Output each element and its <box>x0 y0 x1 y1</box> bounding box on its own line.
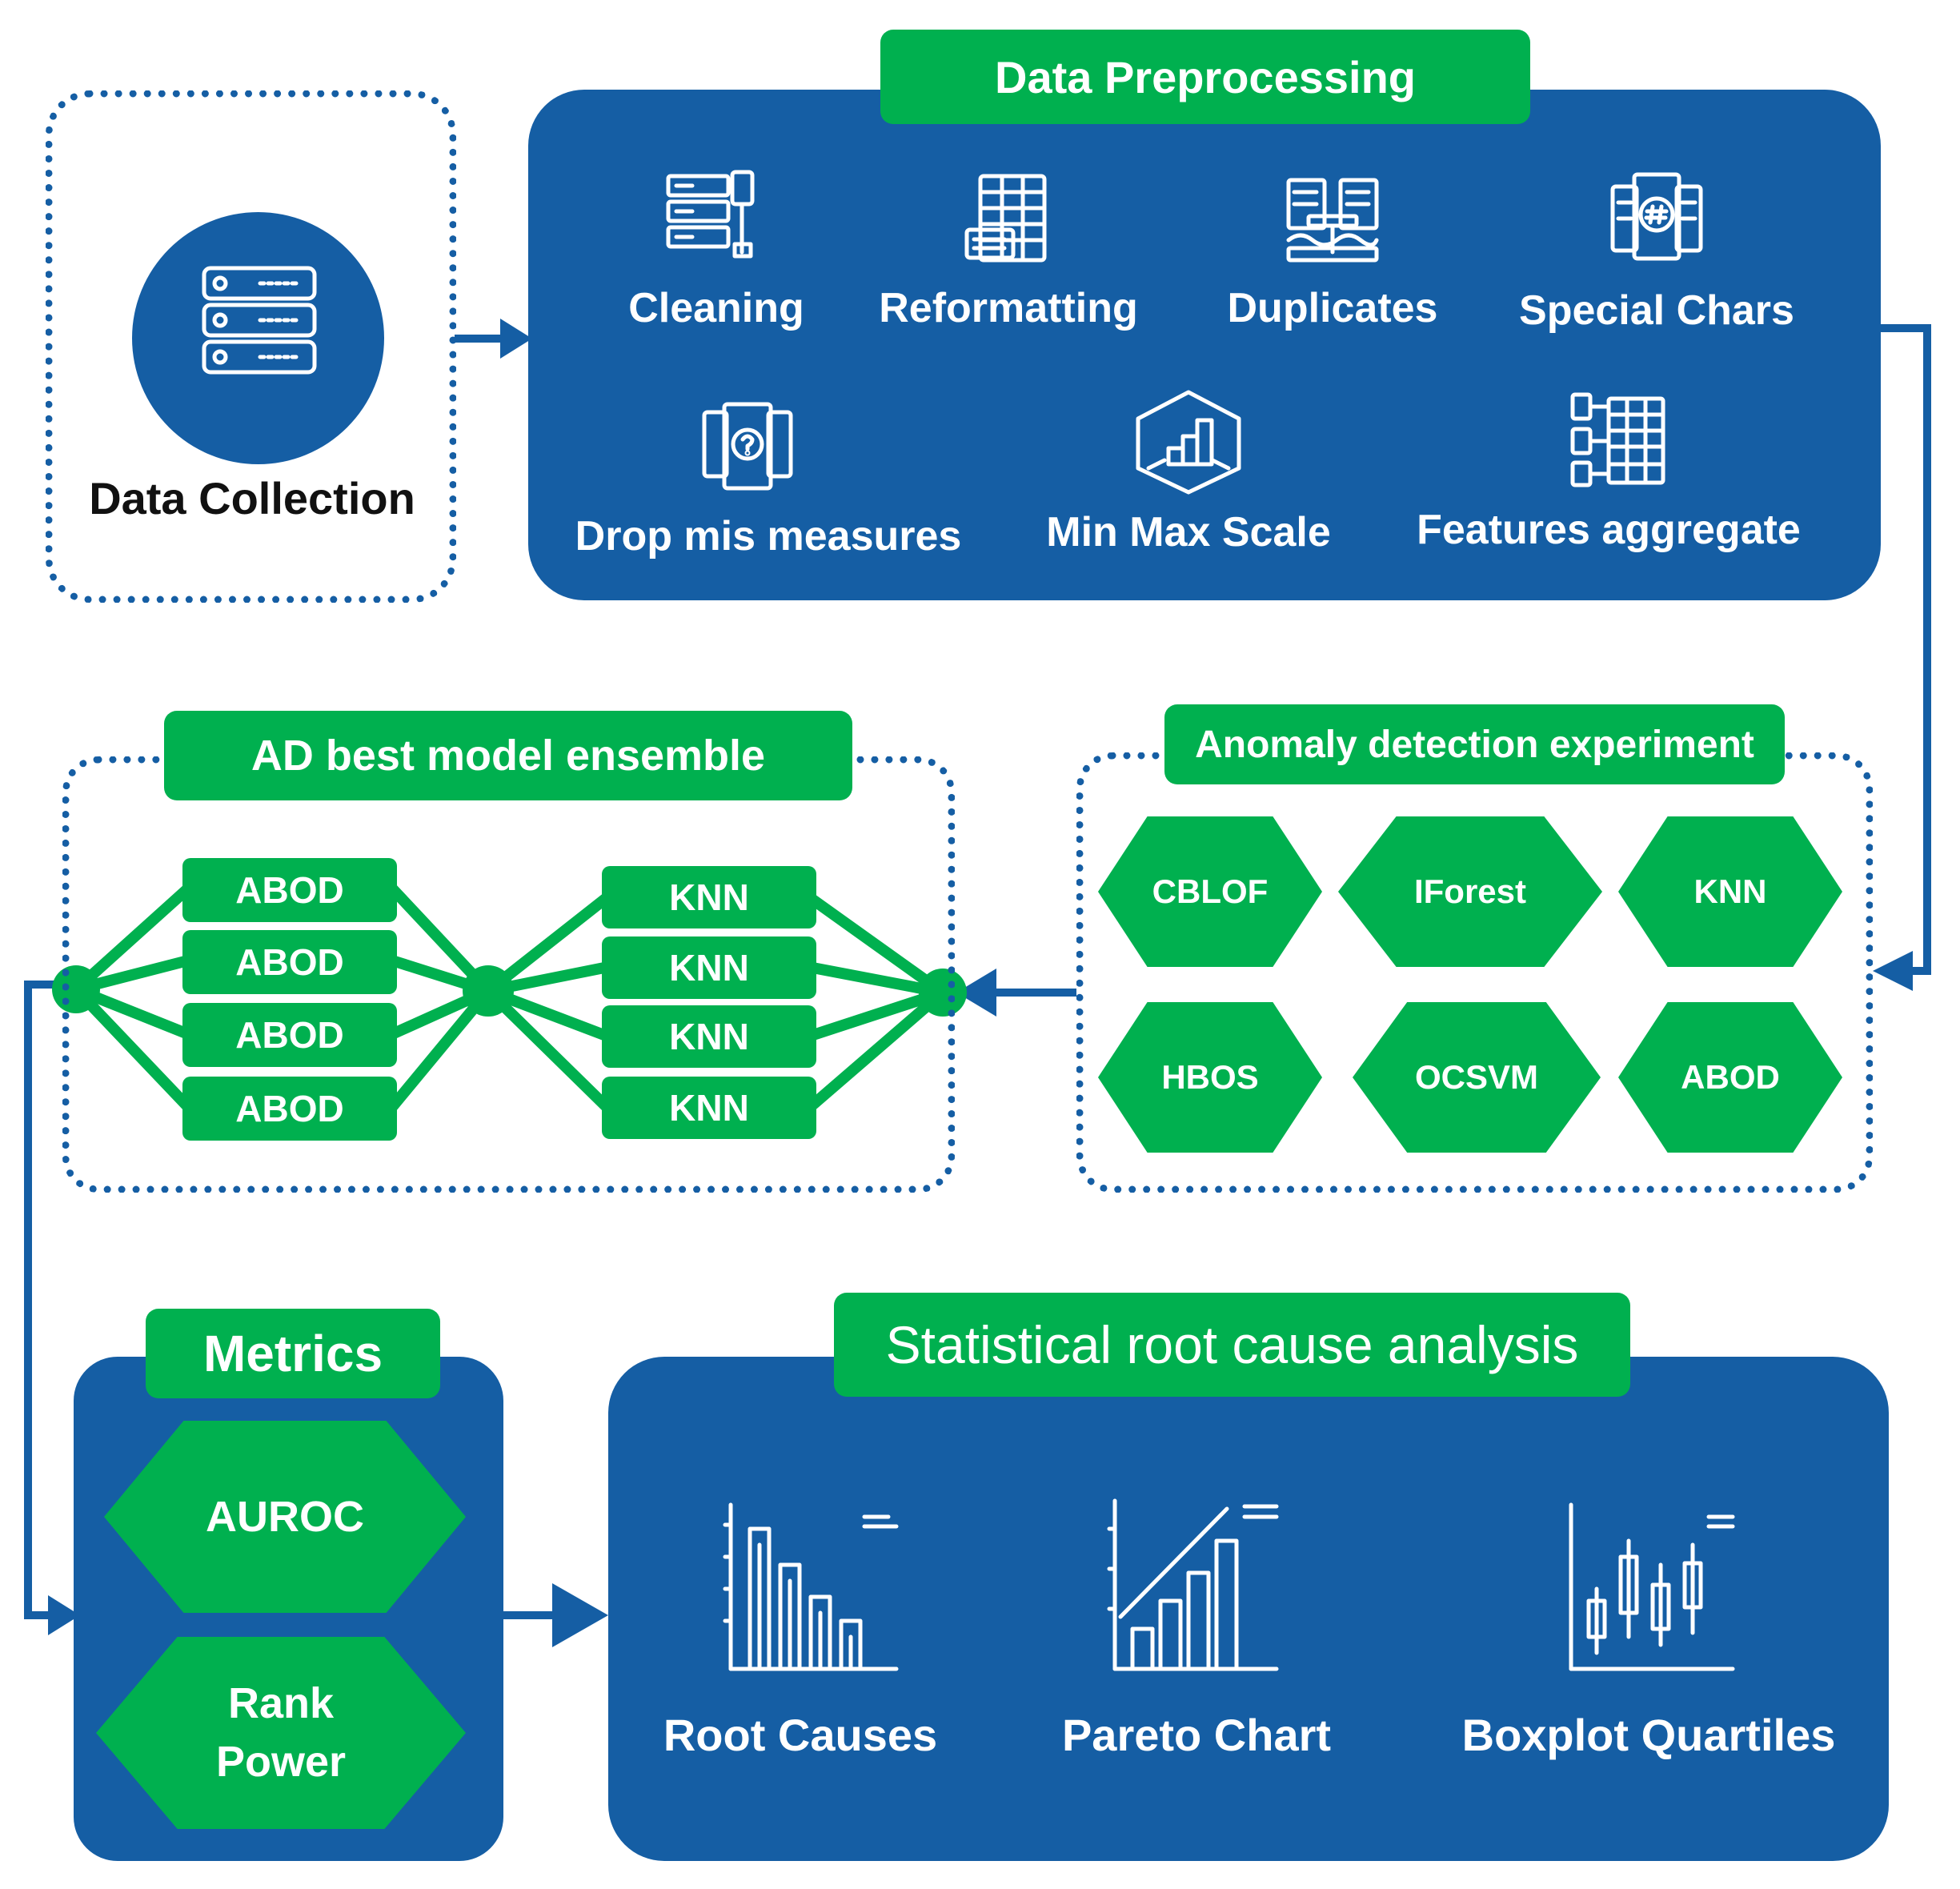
root-causes-chart-icon <box>723 1502 899 1671</box>
model-ocsvm: OCSVM <box>1353 1002 1601 1153</box>
ensemble-title: AD best model ensemble <box>164 711 852 800</box>
data-collection-circle <box>132 212 384 464</box>
ensemble-abod-3: ABOD <box>182 1003 397 1067</box>
boxplot-quartiles-icon <box>1569 1502 1735 1671</box>
drop-mis-measures-label: Drop mis measures <box>575 513 962 559</box>
ensemble-output-node <box>919 969 967 1017</box>
model-iforest: IForest <box>1338 816 1602 967</box>
server-icon <box>202 266 317 375</box>
ensemble-abod-4: ABOD <box>182 1077 397 1141</box>
metric-rank-power: Rank Power <box>96 1637 466 1829</box>
special-chars-label: Special Chars <box>1519 287 1794 334</box>
cleaning-icon <box>666 170 755 259</box>
drop-missing-icon <box>702 402 793 491</box>
model-hbos: HBOS <box>1098 1002 1322 1153</box>
min-max-scale-label: Min Max Scale <box>1046 509 1331 555</box>
metrics-title: Metrics <box>146 1309 440 1398</box>
anomaly-experiment-title: Anomaly detection experiment <box>1164 704 1785 784</box>
features-aggregate-label: Features aggregate <box>1417 507 1801 553</box>
ensemble-abod-1: ABOD <box>182 858 397 922</box>
data-preprocessing-title: Data Preprocessing <box>880 30 1530 124</box>
reformatting-icon <box>964 174 1047 263</box>
metric-auroc: AUROC <box>104 1421 466 1613</box>
rca-title: Statistical root cause analysis <box>834 1293 1630 1397</box>
special-chars-icon <box>1610 172 1703 261</box>
features-aggregate-icon <box>1570 392 1665 487</box>
ensemble-knn-1: KNN <box>602 866 816 928</box>
ensemble-abod-2: ABOD <box>182 930 397 994</box>
duplicates-label: Duplicates <box>1227 285 1438 331</box>
cleaning-label: Cleaning <box>628 285 804 331</box>
model-cblof: CBLOF <box>1098 816 1322 967</box>
model-knn: KNN <box>1618 816 1842 967</box>
pareto-chart-icon <box>1107 1498 1279 1671</box>
ensemble-knn-4: KNN <box>602 1077 816 1139</box>
ensemble-middle-node <box>463 965 514 1017</box>
data-collection-label: Data Collection <box>89 473 415 523</box>
rca-panel <box>608 1357 1889 1861</box>
reformatting-label: Reformatting <box>879 285 1138 331</box>
data-collection-panel <box>46 90 456 603</box>
duplicates-icon <box>1286 178 1379 263</box>
min-max-scale-icon <box>1136 390 1241 495</box>
pareto-chart-label: Pareto Chart <box>1061 1710 1332 1760</box>
model-abod: ABOD <box>1618 1002 1842 1153</box>
boxplot-quartiles-label: Boxplot Quartiles <box>1461 1710 1836 1760</box>
ensemble-knn-3: KNN <box>602 1005 816 1068</box>
root-causes-label: Root Causes <box>663 1710 938 1760</box>
ensemble-knn-2: KNN <box>602 936 816 999</box>
